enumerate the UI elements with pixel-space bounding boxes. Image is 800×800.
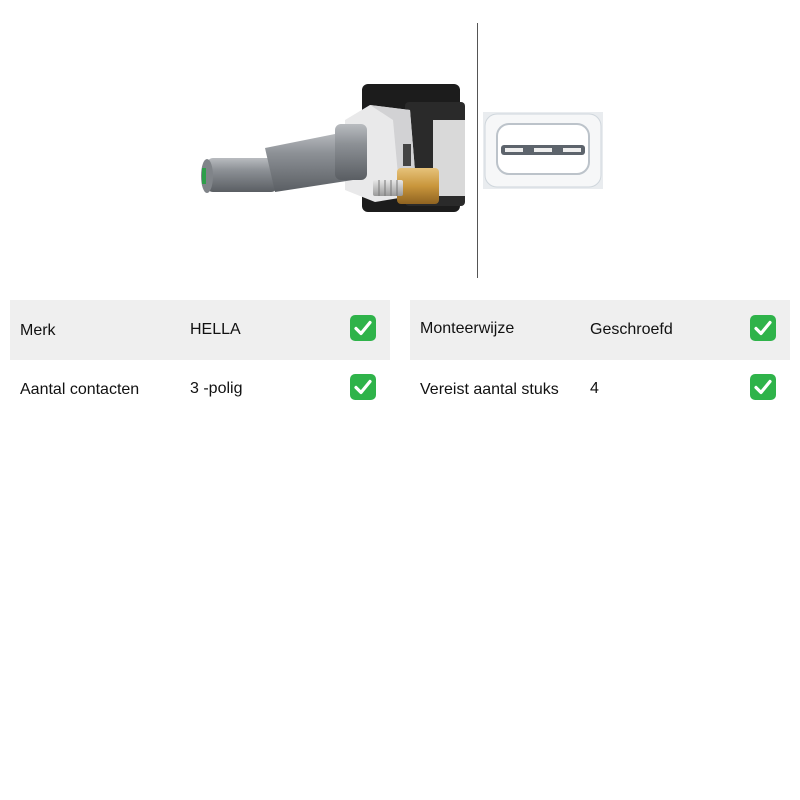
spec-label: Vereist aantal stuks [420,381,559,398]
spec-cell-brand: Merk HELLA [10,300,390,360]
image-divider [477,23,478,278]
spec-row: Aantal contacten 3 -polig Vereist aantal… [10,360,790,420]
connector-image [483,112,603,189]
spec-label: Merk [20,322,56,340]
spec-cell-quantity: Vereist aantal stuks 4 [410,360,790,420]
spec-row: Merk HELLA Monteerwijze Geschroefd [10,300,790,360]
ignition-coil-image [201,84,465,212]
spec-value: 3 -polig [190,379,243,397]
spec-label: Monteerwijze [420,319,515,337]
check-icon [750,374,776,400]
spec-value: HELLA [190,321,241,338]
check-icon [750,314,776,341]
spec-value: Geschroefd [590,321,673,338]
spec-cell-contacts: Aantal contacten 3 -polig [10,360,390,420]
spec-label: Aantal contacten [20,381,140,398]
spec-table: Merk HELLA Monteerwijze Geschroefd Aanta… [10,300,790,420]
spec-value: 4 [590,379,599,397]
connector-pins-image [483,112,603,189]
product-image [195,80,470,220]
check-icon [350,314,376,341]
spec-cell-mounting: Monteerwijze Geschroefd [410,300,790,360]
check-icon [350,374,376,400]
